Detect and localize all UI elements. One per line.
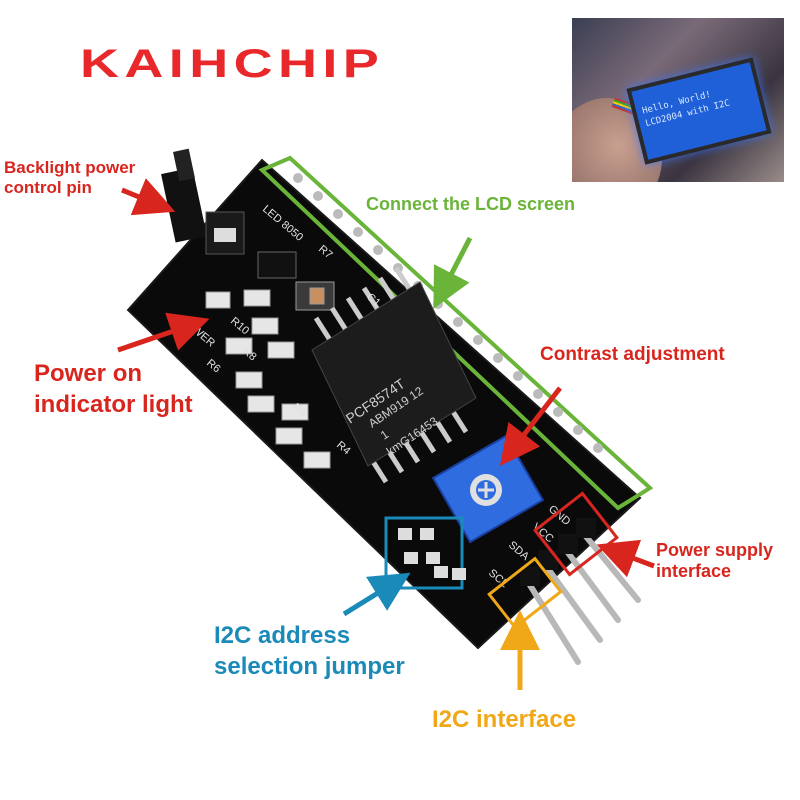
label-contrast: Contrast adjustment [540, 344, 725, 365]
label-power-supply-line1: Power supply [656, 540, 774, 560]
label-i2c-interface: I2C interface [432, 706, 577, 733]
label-backlight: Backlight power control pin [4, 158, 135, 197]
arrow-backlight [121, 178, 176, 216]
label-backlight-line1: Backlight power [4, 158, 136, 177]
arrow-power-on [117, 312, 210, 353]
label-power-on-line1: Power on [34, 360, 143, 387]
label-power-on: Power on indicator light [34, 358, 193, 420]
label-backlight-line2: control pin [4, 177, 92, 197]
lcd-photo: Hello, World! LCD2004 with I2C [572, 18, 784, 182]
interface-housing [520, 518, 596, 586]
arrow-power-supply [596, 539, 655, 578]
brand-logo: KAIHCHIP [80, 42, 385, 86]
smd-components [205, 251, 335, 469]
pcf8574t-chip: PCF8574T ABM919 12 1 kmG16453 [311, 266, 477, 484]
lcd-header-outline [258, 155, 654, 511]
arrow-lcd-screen [433, 236, 473, 309]
label-lcd-screen: Connect the LCD screen [366, 194, 576, 214]
label-power-supply: Power supply interface [656, 540, 773, 581]
power-supply-box [533, 491, 619, 577]
label-i2c-address-line2: selection jumper [214, 653, 405, 681]
label-i2c-address: I2C address selection jumper [214, 620, 405, 682]
arrow-contrast [499, 386, 562, 466]
label-power-supply-line2: interface [656, 560, 732, 581]
label-i2c-address-line1: I2C address [214, 622, 351, 649]
arrow-i2c-address [342, 572, 411, 617]
label-power-on-line2: indicator light [34, 391, 193, 419]
address-jumper-pads [384, 516, 466, 590]
